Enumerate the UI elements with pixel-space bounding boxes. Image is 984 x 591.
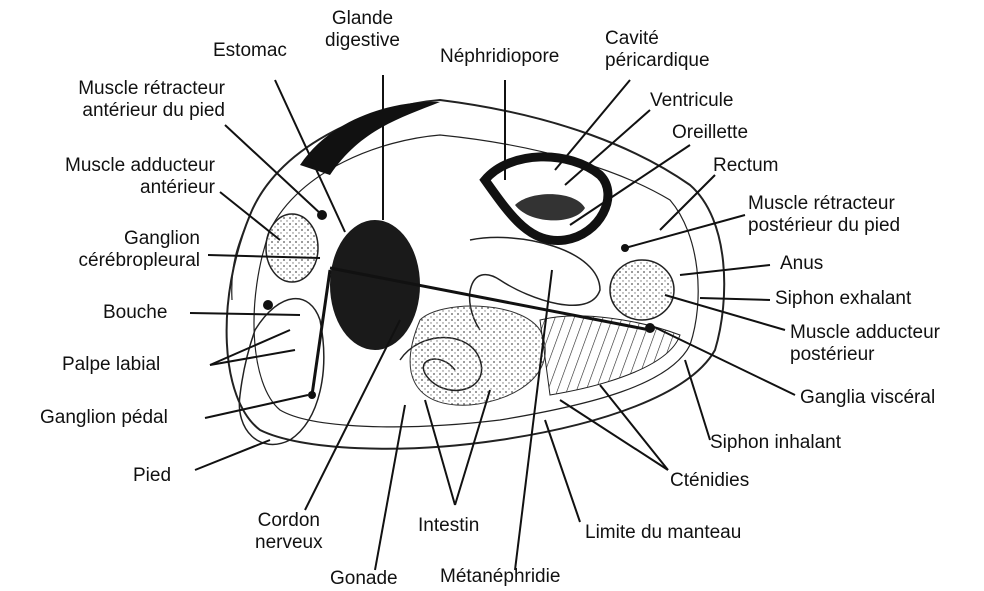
- label-glande-digestive: Glande digestive: [325, 8, 400, 52]
- label-muscle-retracteur-posterieur: Muscle rétracteur postérieur du pied: [748, 193, 900, 237]
- ventricle-shape: [515, 194, 585, 220]
- anterior-adductor-shape: [266, 214, 318, 282]
- label-intestin: Intestin: [418, 515, 479, 537]
- label-nephridiopore: Néphridiopore: [440, 46, 559, 68]
- posterior-adductor-shape: [610, 260, 674, 320]
- label-bouche: Bouche: [103, 302, 167, 324]
- label-siphon-exhalant: Siphon exhalant: [775, 288, 911, 310]
- label-siphon-inhalant: Siphon inhalant: [710, 432, 841, 454]
- label-oreillette: Oreillette: [672, 122, 748, 144]
- label-muscle-adducteur-posterieur: Muscle adducteur postérieur: [790, 322, 940, 366]
- label-anus: Anus: [780, 253, 823, 275]
- label-ganglion-pedal: Ganglion pédal: [40, 407, 168, 429]
- digestive-gland-shape: [330, 220, 420, 350]
- label-muscle-retracteur-anterieur: Muscle rétracteur antérieur du pied: [10, 78, 225, 122]
- label-ganglia-visceral: Ganglia viscéral: [800, 387, 935, 409]
- label-gonade: Gonade: [330, 568, 398, 590]
- label-cavite-pericardique: Cavité péricardique: [605, 28, 710, 72]
- pedal-connective-line: [312, 270, 330, 395]
- ctenidia-shape: [540, 316, 680, 395]
- label-ganglion-cerebropleural: Ganglion cérébropleural: [20, 228, 200, 272]
- gonad-shape: [410, 306, 545, 405]
- label-ctenidies: Cténidies: [670, 470, 749, 492]
- label-limite-manteau: Limite du manteau: [585, 522, 741, 544]
- label-muscle-adducteur-anterieur: Muscle adducteur antérieur: [20, 155, 215, 199]
- label-pied: Pied: [133, 465, 171, 487]
- label-estomac: Estomac: [213, 40, 287, 62]
- label-ventricule: Ventricule: [650, 90, 733, 112]
- label-rectum: Rectum: [713, 155, 778, 177]
- label-metanephridie: Métanéphridie: [440, 566, 560, 588]
- label-cordon-nerveux: Cordon nerveux: [255, 510, 323, 554]
- label-palpe-labial: Palpe labial: [62, 354, 160, 376]
